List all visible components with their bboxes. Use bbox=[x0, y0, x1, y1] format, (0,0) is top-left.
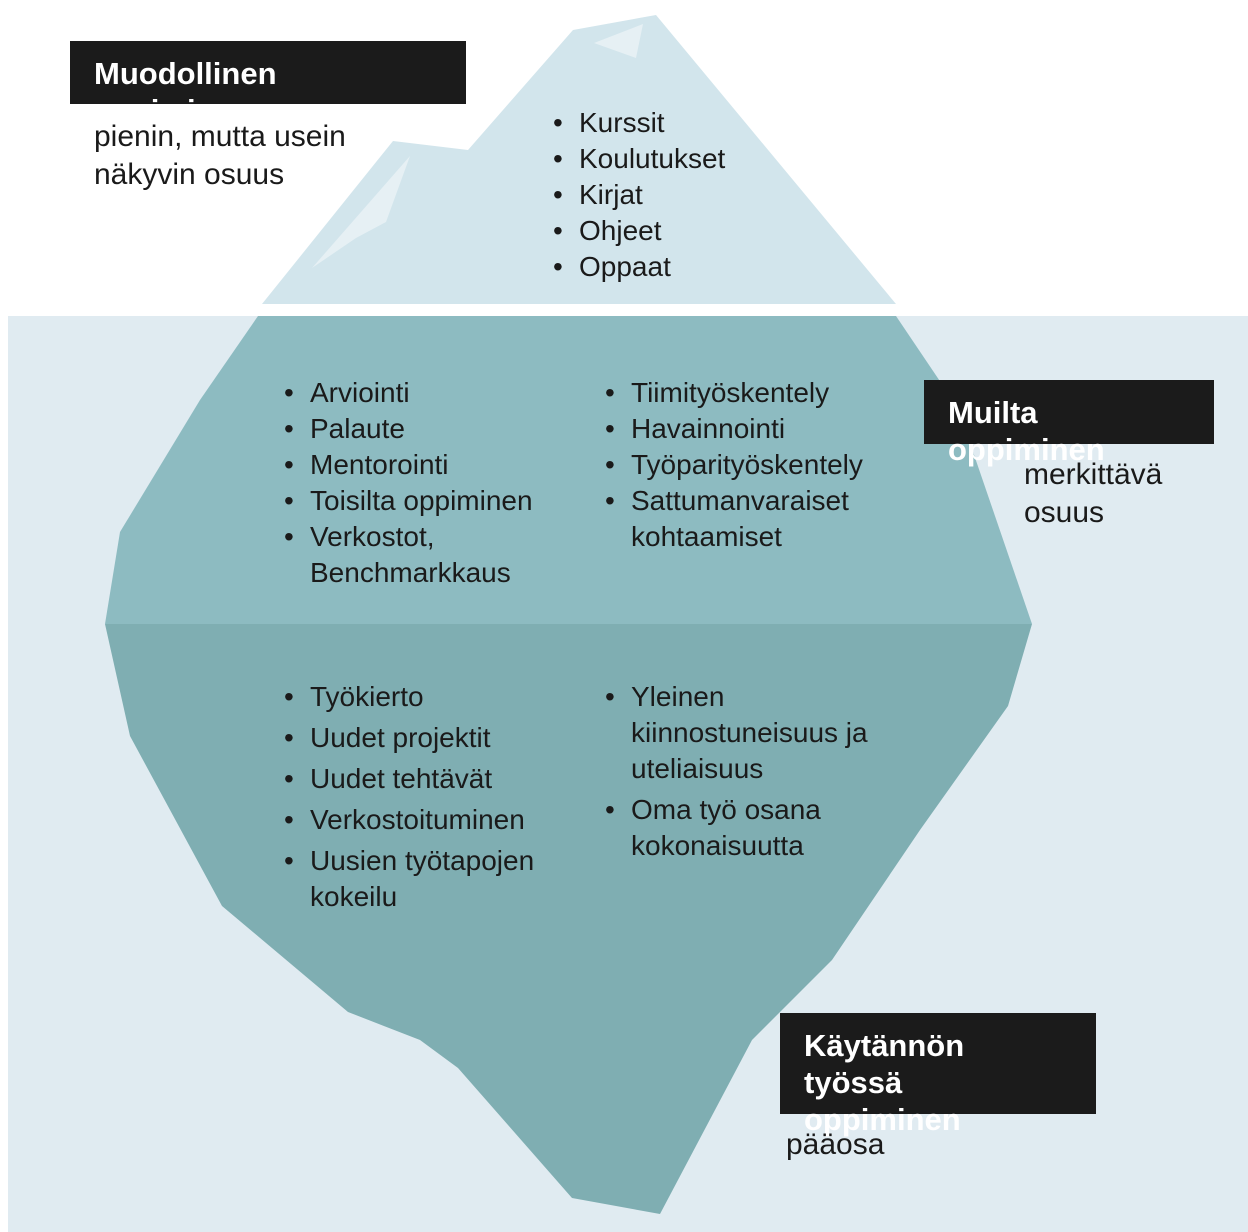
practice-learning-list-right: Yleinen kiinnostuneisuus ja uteliaisuusO… bbox=[605, 679, 868, 869]
list-item: Havainnointi bbox=[605, 411, 863, 447]
iceberg-middle-section bbox=[105, 316, 1032, 624]
formal-learning-caption: pienin, mutta usein näkyvin osuus bbox=[94, 120, 346, 191]
list-item: Yleinen kiinnostuneisuus ja uteliaisuus bbox=[605, 679, 868, 787]
list-item: Toisilta oppiminen bbox=[284, 483, 533, 519]
social-learning-list-left: ArviointiPalauteMentorointiToisilta oppi… bbox=[284, 375, 533, 591]
list-item: Koulutukset bbox=[553, 141, 725, 177]
list-item: Kirjat bbox=[553, 177, 725, 213]
iceberg-tip-highlight-right bbox=[594, 24, 643, 58]
list-item: Sattumanvaraiset kohtaamiset bbox=[605, 483, 863, 555]
list-item: Ohjeet bbox=[553, 213, 725, 249]
list-item: Oppaat bbox=[553, 249, 725, 285]
list-item: Uudet projektit bbox=[284, 720, 534, 756]
list-item: Palaute bbox=[284, 411, 533, 447]
list-item: Kurssit bbox=[553, 105, 725, 141]
formal-learning-heading: Muodollinen oppiminen bbox=[70, 41, 466, 128]
social-learning-caption: merkittävä osuus bbox=[1024, 458, 1163, 529]
formal-learning-list: KurssitKoulutuksetKirjatOhjeetOppaat bbox=[553, 105, 725, 285]
practice-learning-heading: Käytännön työssä oppiminen bbox=[780, 1013, 1096, 1137]
social-learning-heading: Muilta oppiminen bbox=[924, 380, 1214, 467]
practice-learning-list-left: TyökiertoUudet projektitUudet tehtävätVe… bbox=[284, 679, 534, 920]
list-item: Tiimityöskentely bbox=[605, 375, 863, 411]
list-item: Uudet tehtävät bbox=[284, 761, 534, 797]
list-item: Työparityöskentely bbox=[605, 447, 863, 483]
list-item: Arviointi bbox=[284, 375, 533, 411]
social-learning-list-right: TiimityöskentelyHavainnointiTyöparityösk… bbox=[605, 375, 863, 555]
list-item: Oma työ osana kokonaisuutta bbox=[605, 792, 868, 864]
list-item: Verkostoituminen bbox=[284, 802, 534, 838]
list-item: Uusien työtapojen kokeilu bbox=[284, 843, 534, 915]
list-item: Mentorointi bbox=[284, 447, 533, 483]
iceberg-tip-highlight-left bbox=[312, 156, 410, 268]
list-item: Työkierto bbox=[284, 679, 534, 715]
practice-learning-caption: pääosa bbox=[786, 1128, 885, 1161]
list-item: Verkostot, Benchmarkkaus bbox=[284, 519, 533, 591]
